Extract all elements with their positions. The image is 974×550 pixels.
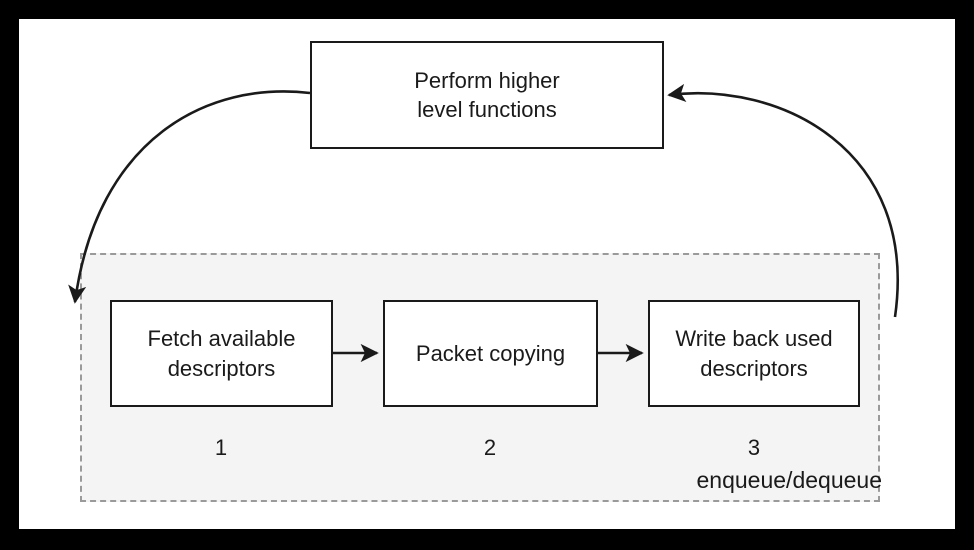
step-number-2: 2 <box>483 435 497 460</box>
node-packet-copying[interactable]: Packet copying <box>383 300 598 407</box>
node-fetch-available-descriptors-label: Fetch available descriptors <box>147 326 296 381</box>
node-perform-higher-level-functions-label: Perform higher level functions <box>414 67 560 122</box>
node-write-back-used-descriptors[interactable]: Write back used descriptors <box>648 300 860 407</box>
group-label: enqueue/dequeue <box>696 467 882 493</box>
node-packet-copying-label: Packet copying <box>415 340 566 366</box>
node-write-back-used-descriptors-label: Write back used descriptors <box>675 326 833 381</box>
node-fetch-available-descriptors[interactable]: Fetch available descriptors <box>110 300 333 407</box>
step-number-3: 3 <box>747 435 761 460</box>
node-perform-higher-level-functions[interactable]: Perform higher level functions <box>310 41 664 149</box>
diagram-canvas: enqueue/dequeue Perform higher level fun… <box>19 19 955 529</box>
step-number-1: 1 <box>214 435 228 460</box>
